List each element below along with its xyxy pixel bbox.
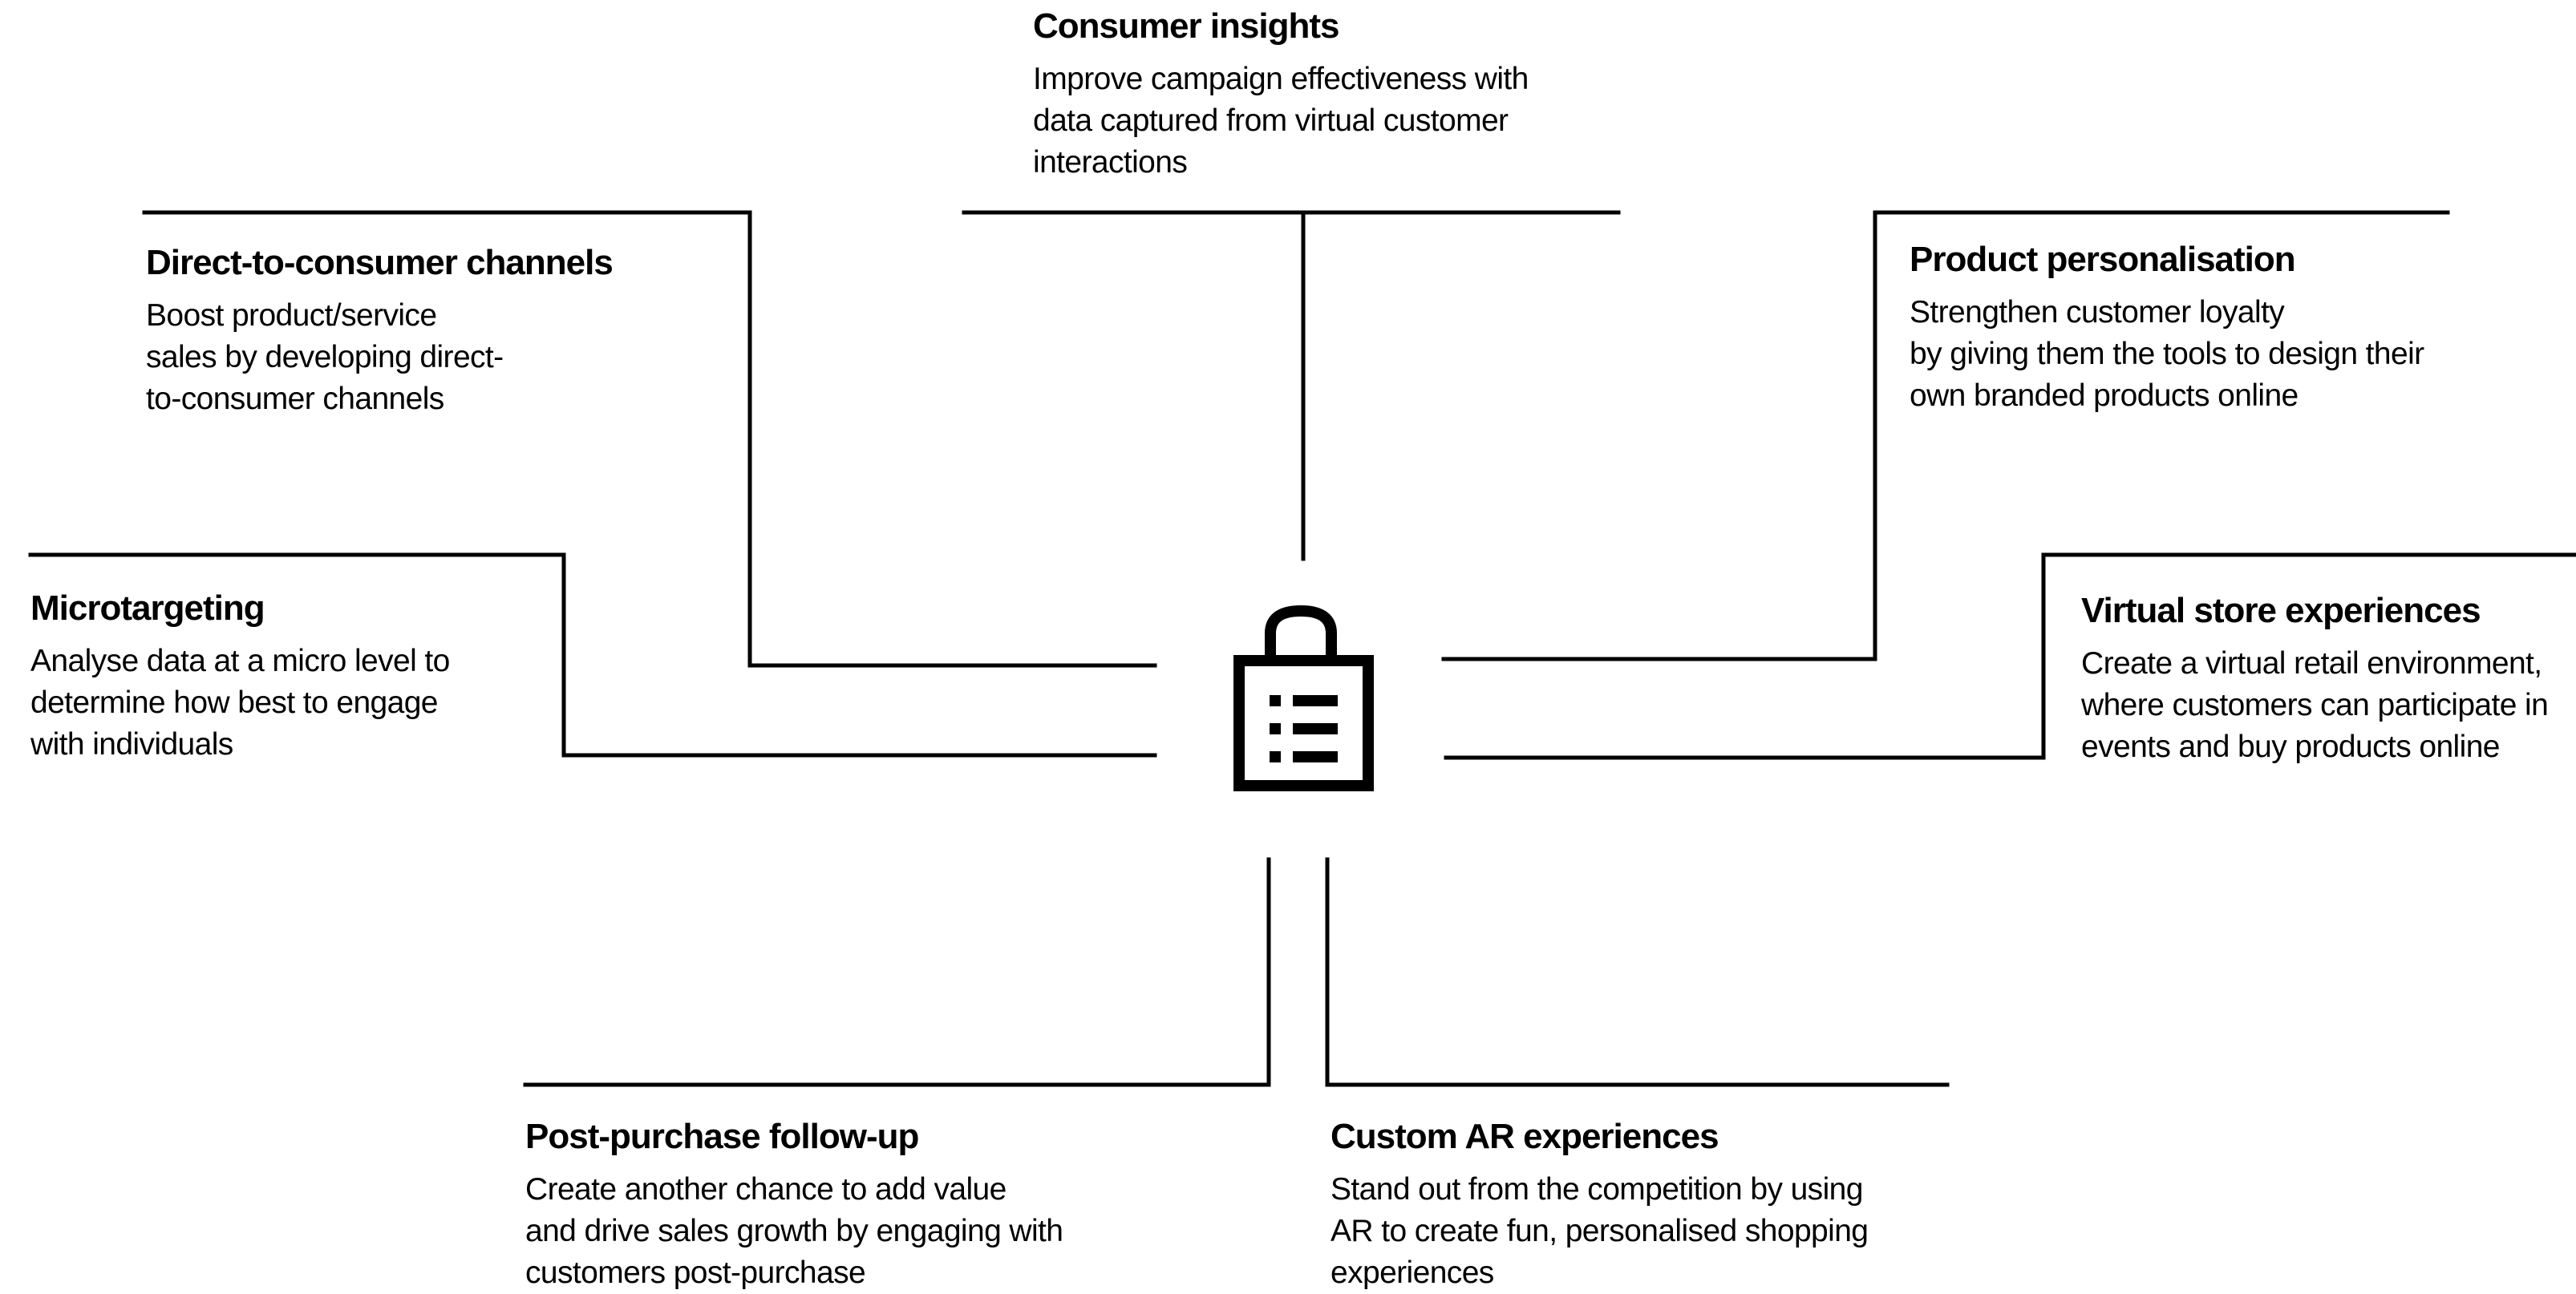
item-description: Create a virtual retail environment, whe… — [2081, 645, 2549, 764]
item-title: Product personalisation — [1910, 240, 2296, 279]
connector-post-purchase — [523, 857, 1271, 1087]
item-virtual-store: Virtual store experiences Create a virtu… — [2081, 591, 2576, 768]
connector-microtargeting — [28, 552, 1157, 758]
item-description: Boost product/service sales by developin… — [146, 297, 504, 416]
shopping-bag-list-icon — [1233, 605, 1374, 791]
item-custom-ar: Custom AR experiences Stand out from the… — [1331, 1117, 1940, 1294]
item-description: Strengthen customer loyalty by giving th… — [1910, 294, 2424, 413]
item-post-purchase: Post-purchase follow-up Create another c… — [525, 1117, 1135, 1294]
item-consumer-insights: Consumer insights Improve campaign effec… — [1033, 6, 1610, 184]
item-direct-to-consumer: Direct-to-consumer channels Boost produc… — [146, 243, 739, 420]
item-product-personalisation: Product personalisation Strengthen custo… — [1910, 240, 2519, 417]
connector-custom-ar — [1325, 857, 1950, 1087]
item-title: Consumer insights — [1033, 6, 1340, 46]
connector-product-personalisation — [1441, 210, 2450, 661]
item-title: Custom AR experiences — [1331, 1117, 1719, 1156]
item-title: Microtargeting — [30, 588, 265, 628]
connector-direct-to-consumer — [142, 210, 1157, 668]
item-title: Virtual store experiences — [2081, 591, 2481, 630]
item-title: Post-purchase follow-up — [525, 1117, 919, 1156]
item-description: Improve campaign effectiveness with data… — [1033, 61, 1529, 180]
item-description: Stand out from the competition by using … — [1331, 1171, 1869, 1290]
item-title: Direct-to-consumer channels — [146, 243, 614, 282]
connector-virtual-store — [1444, 552, 2576, 760]
item-description: Analyse data at a micro level to determi… — [30, 643, 450, 762]
item-microtargeting: Microtargeting Analyse data at a micro l… — [30, 588, 544, 766]
item-description: Create another chance to add value and d… — [525, 1171, 1063, 1290]
